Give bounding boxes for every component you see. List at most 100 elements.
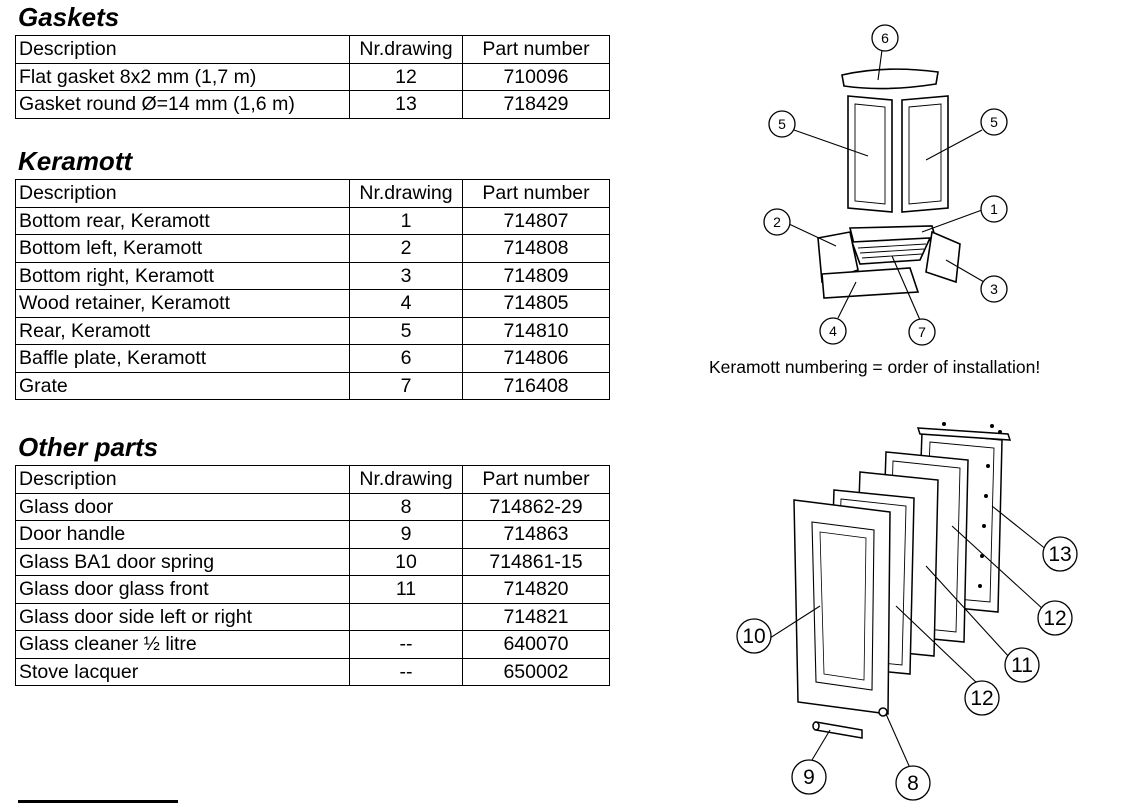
callout-label: 1 [990, 201, 998, 217]
column-header-nr-drawing: Nr.drawing [349, 35, 463, 64]
cell-description: Bottom right, Keramott [15, 261, 350, 290]
column-header-description: Description [15, 179, 350, 208]
table-row: Stove lacquer -- 650002 [15, 657, 610, 686]
cell-nr-drawing: 2 [349, 234, 463, 263]
table-row: Door handle 9 714863 [15, 520, 610, 549]
cell-description: Flat gasket 8x2 mm (1,7 m) [15, 62, 350, 91]
cell-description: Glass cleaner ½ litre [15, 630, 350, 659]
column-header-nr-drawing: Nr.drawing [349, 465, 463, 494]
glass-door-part [793, 499, 891, 715]
column-header-description: Description [15, 465, 350, 494]
cell-nr-drawing: 5 [349, 316, 463, 345]
cell-description: Stove lacquer [15, 657, 350, 686]
cell-part-number: 640070 [462, 630, 610, 659]
door-spring-part [878, 707, 888, 717]
table-row: Glass BA1 door spring 10 714861-15 [15, 547, 610, 576]
callout-label: 5 [778, 116, 786, 132]
cell-part-number: 714808 [462, 234, 610, 263]
cell-nr-drawing: 10 [349, 547, 463, 576]
table-row: Wood retainer, Keramott 4 714805 [15, 289, 610, 318]
table-row: Flat gasket 8x2 mm (1,7 m) 12 710096 [15, 62, 610, 91]
table-row: Rear, Keramott 5 714810 [15, 316, 610, 345]
other-parts-table: Description Nr.drawing Part number Glass… [15, 465, 610, 686]
table-row: Glass cleaner ½ litre -- 640070 [15, 630, 610, 659]
cell-description: Glass BA1 door spring [15, 547, 350, 576]
bottom-left-part [817, 231, 859, 284]
table-row: Bottom rear, Keramott 1 714807 [15, 206, 610, 235]
callout-label: 8 [907, 772, 919, 795]
cell-description: Rear, Keramott [15, 316, 350, 345]
cell-part-number: 718429 [462, 90, 610, 119]
cell-description: Bottom rear, Keramott [15, 206, 350, 235]
cell-description: Bottom left, Keramott [15, 234, 350, 263]
cell-description: Baffle plate, Keramott [15, 344, 350, 373]
column-header-part-number: Part number [462, 465, 610, 494]
cell-nr-drawing: 6 [349, 344, 463, 373]
section-title-keramott: Keramott [18, 146, 133, 176]
cell-nr-drawing: 7 [349, 371, 463, 400]
callout-label: 12 [1043, 607, 1066, 630]
table-row: Baffle plate, Keramott 6 714806 [15, 344, 610, 373]
column-header-nr-drawing: Nr.drawing [349, 179, 463, 208]
cell-nr-drawing: 1 [349, 206, 463, 235]
cell-part-number: 714821 [462, 602, 610, 631]
table-row: Bottom right, Keramott 3 714809 [15, 261, 610, 290]
cell-nr-drawing: 4 [349, 289, 463, 318]
cell-part-number: 714807 [462, 206, 610, 235]
table-row: Glass door 8 714862-29 [15, 492, 610, 521]
cell-description: Glass door [15, 492, 350, 521]
section-title-gaskets: Gaskets [18, 2, 120, 32]
cell-part-number: 714809 [462, 261, 610, 290]
cell-part-number: 714863 [462, 520, 610, 549]
column-header-description: Description [15, 35, 350, 64]
cell-part-number: 714862-29 [462, 492, 610, 521]
callout-label: 12 [970, 687, 993, 710]
rear-panel-left-part [847, 95, 893, 213]
cell-nr-drawing [349, 602, 463, 631]
cell-part-number: 714861-15 [462, 547, 610, 576]
column-header-part-number: Part number [462, 35, 610, 64]
cell-nr-drawing: 12 [349, 62, 463, 91]
cell-description: Glass door glass front [15, 575, 350, 604]
cell-part-number: 710096 [462, 62, 610, 91]
cell-nr-drawing: -- [349, 630, 463, 659]
cell-nr-drawing: 9 [349, 520, 463, 549]
baffle-plate-part [841, 68, 939, 90]
table-header-row: Description Nr.drawing Part number [15, 35, 610, 64]
cell-nr-drawing: 8 [349, 492, 463, 521]
bottom-right-part [925, 230, 961, 284]
cell-description: Wood retainer, Keramott [15, 289, 350, 318]
table-row: Glass door glass front 11 714820 [15, 575, 610, 604]
cell-part-number: 714820 [462, 575, 610, 604]
next-section-heading-cutoff [18, 794, 198, 804]
table-row: Bottom left, Keramott 2 714808 [15, 234, 610, 263]
keramott-exploded-drawing: 6 5 5 1 2 3 4 7 [763, 24, 1008, 346]
callout-label: 7 [918, 324, 926, 340]
column-header-part-number: Part number [462, 179, 610, 208]
callout-label: 6 [881, 30, 889, 46]
callout-label: 9 [803, 766, 815, 789]
cell-description: Glass door side left or right [15, 602, 350, 631]
table-row: Glass door side left or right 714821 [15, 602, 610, 631]
cell-nr-drawing: 11 [349, 575, 463, 604]
keramott-numbering-note: Keramott numbering = order of installati… [709, 357, 1041, 377]
glass-door-exploded-drawing: 13 12 11 12 10 9 8 [736, 422, 1078, 801]
cell-part-number: 714810 [462, 316, 610, 345]
table-row: Gasket round Ø=14 mm (1,6 m) 13 718429 [15, 90, 610, 119]
callout-label: 2 [773, 214, 781, 230]
callout-label: 4 [829, 323, 837, 339]
callout-label: 10 [742, 625, 765, 648]
wood-retainer-part [821, 267, 920, 299]
rear-panel-right-part [901, 95, 949, 213]
cell-nr-drawing: 3 [349, 261, 463, 290]
callout-label: 5 [990, 114, 998, 130]
top-bracket-part [916, 427, 1012, 441]
cell-part-number: 714806 [462, 344, 610, 373]
callout-label: 3 [990, 281, 998, 297]
callout-label: 11 [1011, 654, 1033, 677]
door-handle-part [815, 721, 863, 739]
cell-part-number: 650002 [462, 657, 610, 686]
cell-part-number: 716408 [462, 371, 610, 400]
keramott-table: Description Nr.drawing Part number Botto… [15, 179, 610, 400]
cell-nr-drawing: 13 [349, 90, 463, 119]
